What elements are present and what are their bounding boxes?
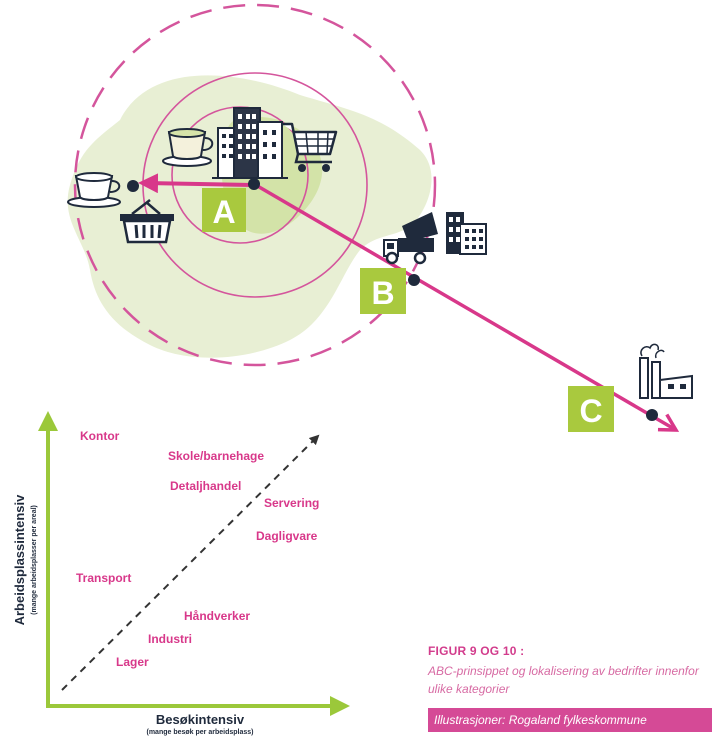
x-axis-label: Besøkintensiv <box>156 712 245 727</box>
y-axis-sublabel: (mange arbeidsplasser per areal) <box>31 505 38 615</box>
category-dagligvare: Dagligvare <box>256 529 318 543</box>
zone-a-letter: A <box>212 194 235 230</box>
category-skole-barnehage: Skole/barnehage <box>168 449 264 463</box>
zone-outer-ring <box>73 3 437 367</box>
category-kontor: Kontor <box>80 429 120 443</box>
shopping-cart-icon <box>282 122 338 172</box>
coffee-cup-icon <box>67 172 121 208</box>
category-servering: Servering <box>264 496 319 510</box>
caption-credit: Illustrasjoner: Rogaland fylkeskommune <box>428 708 712 732</box>
factory-icon <box>639 343 693 399</box>
caption-title: FIGUR 9 OG 10 : <box>428 644 525 658</box>
x-axis-sublabel: (mange besøk per arbeidsplass) <box>147 729 254 736</box>
point-a <box>248 178 260 190</box>
category-industri: Industri <box>148 632 192 646</box>
category-handverker: Håndverker <box>184 609 250 623</box>
office-buildings-icon <box>446 212 487 255</box>
category-detaljhandel: Detaljhandel <box>170 479 241 493</box>
point-c <box>646 409 658 421</box>
figure-caption: FIGUR 9 OG 10 : ABC-prinsippet og lokali… <box>428 644 712 732</box>
point-b <box>408 274 420 286</box>
category-lager: Lager <box>116 655 149 669</box>
office-buildings-icon <box>212 107 288 179</box>
category-transport: Transport <box>76 571 131 585</box>
caption-subtitle: ABC-prinsippet og lokalisering av bedrif… <box>428 664 699 696</box>
shopping-basket-icon <box>120 199 174 244</box>
zone-b-box: B <box>360 268 406 314</box>
arrow-a-left <box>138 173 253 194</box>
zone-b-letter: B <box>371 275 394 311</box>
zone-a-box: A <box>202 188 246 232</box>
dump-truck-icon <box>383 212 438 265</box>
point-left <box>127 180 139 192</box>
coffee-cup-icon <box>162 128 214 167</box>
zone-c-box: C <box>568 386 614 432</box>
y-axis-label: Arbeidsplassintensiv <box>12 494 27 626</box>
trend-diagonal <box>61 434 320 691</box>
zone-c-letter: C <box>579 393 602 429</box>
